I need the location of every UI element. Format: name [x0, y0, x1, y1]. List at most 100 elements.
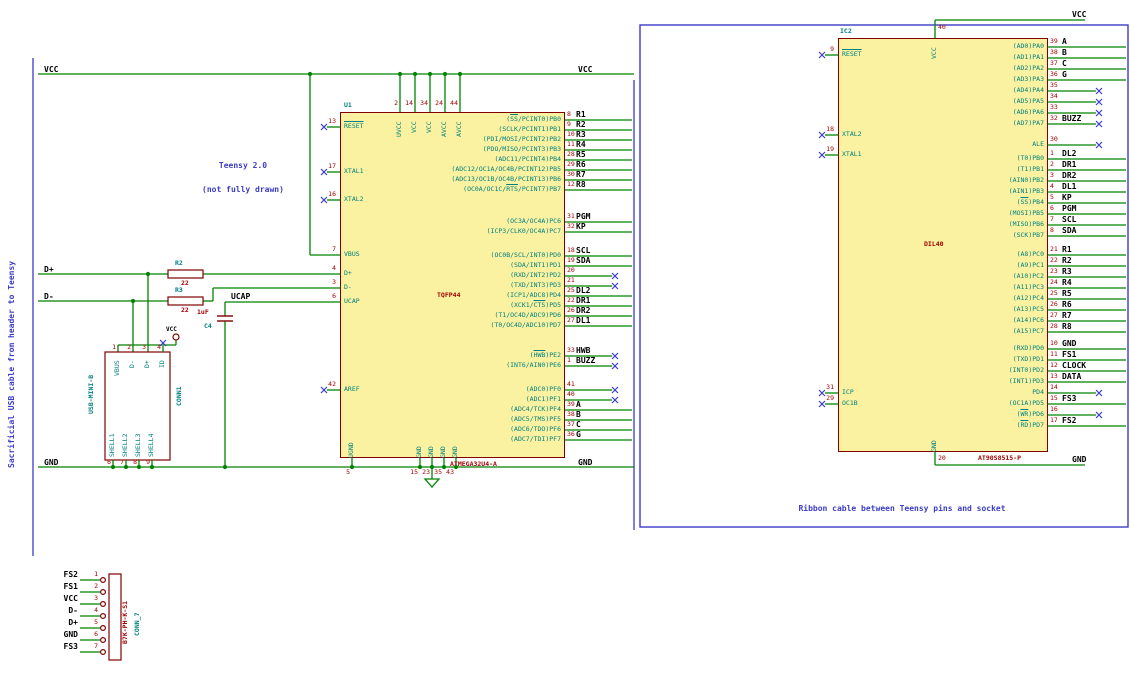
conn1-value: USB-MINI-B	[87, 374, 95, 414]
pin-name: (ADC7/TDI)PF7	[510, 435, 561, 443]
resistor-r2[interactable]	[167, 269, 204, 279]
pin-number: 15	[1050, 394, 1058, 402]
net-label: GND	[1062, 339, 1077, 348]
pin-name: XTAL1	[842, 150, 862, 158]
overline-text: SS	[510, 115, 518, 123]
overline-text: RESET	[344, 122, 364, 130]
junction-dot	[349, 464, 355, 470]
pin-number: 12	[1050, 361, 1058, 369]
net-label: KP	[1062, 193, 1072, 202]
pin-name: SHELL4	[147, 433, 155, 457]
pin-name: XTAL2	[344, 195, 364, 203]
pin-name: (AIN0)PB2	[1008, 176, 1044, 184]
pin-name: (A15)PC7	[1012, 327, 1044, 335]
c4-value: 1uF	[197, 308, 209, 316]
pin-name: VCC	[425, 121, 433, 133]
net-label: B	[576, 410, 581, 419]
net-label: FS2	[1062, 416, 1077, 425]
no-connect-icon	[1095, 98, 1103, 106]
pin-name: D-	[128, 360, 136, 368]
gnd-label-right: GND	[578, 458, 593, 467]
pin-name: D+	[143, 360, 151, 368]
pin-number: 5	[1050, 193, 1054, 201]
pin-number: 40	[567, 390, 575, 398]
pin-name: (AD5)PA5	[1012, 97, 1044, 105]
conn7-body[interactable]	[108, 573, 122, 661]
pin-name: (AD0)PA0	[1012, 42, 1044, 50]
junction-dot	[130, 298, 136, 304]
pin-name: (XCK1/CTS)PD5	[510, 301, 561, 309]
u1-body[interactable]	[340, 112, 565, 458]
teensy-note-line2: (not fully drawn)	[202, 185, 284, 194]
junction-dot	[145, 271, 151, 277]
pin-name: D-	[344, 283, 352, 291]
no-connect-icon	[320, 386, 328, 394]
conn7-ref: CONN_7	[133, 612, 141, 636]
pin-name: (PDI/MOSI/PCINT2)PB2	[482, 135, 561, 143]
net-label: BUZZ	[1062, 114, 1082, 123]
pin-name: VBUS	[344, 250, 360, 258]
pin-number: 37	[1050, 59, 1058, 67]
pin-name: (A12)PC4	[1012, 294, 1044, 302]
junction-dot	[222, 464, 228, 470]
no-connect-icon	[1095, 389, 1103, 397]
ic2-package: DIL40	[924, 240, 944, 248]
pin-name: (A14)PC6	[1012, 316, 1044, 324]
pin-number: 32	[1050, 114, 1058, 122]
no-connect-icon	[1095, 141, 1103, 149]
pin-number: 32	[567, 222, 575, 230]
pin-number: 31	[567, 212, 575, 220]
ic2-value: AT90S8515-P	[978, 454, 1022, 462]
pin-circle	[99, 612, 106, 619]
no-connect-icon	[1095, 411, 1103, 419]
pin-name: (A11)PC3	[1012, 283, 1044, 291]
pin-name: (A13)PC5	[1012, 305, 1044, 313]
net-label: B	[1062, 48, 1067, 57]
overline-text: WR	[1020, 410, 1029, 418]
vcc-power-label: VCC	[166, 326, 177, 333]
overline-text: CTS	[533, 301, 546, 309]
pin-number: 33	[567, 346, 575, 354]
pin-name: GND	[930, 440, 938, 452]
teensy-note-line1: Teensy 2.0	[218, 161, 268, 170]
pin-circle	[99, 576, 106, 583]
pin-name: VBUS	[113, 360, 121, 376]
net-label: G	[576, 430, 581, 439]
pin-name: (OC0A/OC1C/RTS/PCINT7)PB7	[463, 185, 561, 193]
net-label: DR1	[1062, 160, 1077, 169]
pin-number: 5	[94, 618, 98, 626]
no-connect-icon	[320, 168, 328, 176]
pin-number: 21	[567, 276, 575, 284]
pin-number: 26	[567, 306, 575, 314]
pin-name: XTAL2	[842, 130, 862, 138]
resistor-r3[interactable]	[167, 296, 204, 306]
vcc-label-right: VCC	[578, 65, 593, 74]
pin-number: 36	[1050, 70, 1058, 78]
net-label: DR2	[576, 306, 591, 315]
net-label: D-	[68, 606, 78, 615]
net-label: R6	[576, 160, 586, 169]
net-label: R5	[576, 150, 586, 159]
ribbon-note: Ribbon cable between Teensy pins and soc…	[798, 504, 1006, 513]
pin-number: 19	[567, 256, 575, 264]
pin-name: (OC3A/OC4A)PC6	[506, 217, 561, 225]
dplus-label: D+	[44, 265, 54, 274]
pin-number: 5	[346, 468, 350, 476]
net-label: R7	[576, 170, 586, 179]
pin-number: 18	[567, 246, 575, 254]
net-label: R5	[1062, 289, 1072, 298]
pin-number: 4	[332, 264, 336, 272]
pin-number: 38	[567, 410, 575, 418]
pin-name: ICP	[842, 388, 854, 396]
r2-ref: R2	[175, 259, 183, 267]
pin-number: 23	[1050, 267, 1058, 275]
pin-name: GND	[439, 446, 447, 458]
pin-number: 23	[422, 468, 430, 476]
pin-name: (AD6)PA6	[1012, 108, 1044, 116]
pin-name: (INT6/AIN0)PE6	[506, 361, 561, 369]
pin-name: RESET	[344, 123, 364, 130]
pin-number: 15	[410, 468, 418, 476]
net-label: FS3	[1062, 394, 1077, 403]
pin-number: 6	[332, 292, 336, 300]
junction-dot	[149, 464, 155, 470]
